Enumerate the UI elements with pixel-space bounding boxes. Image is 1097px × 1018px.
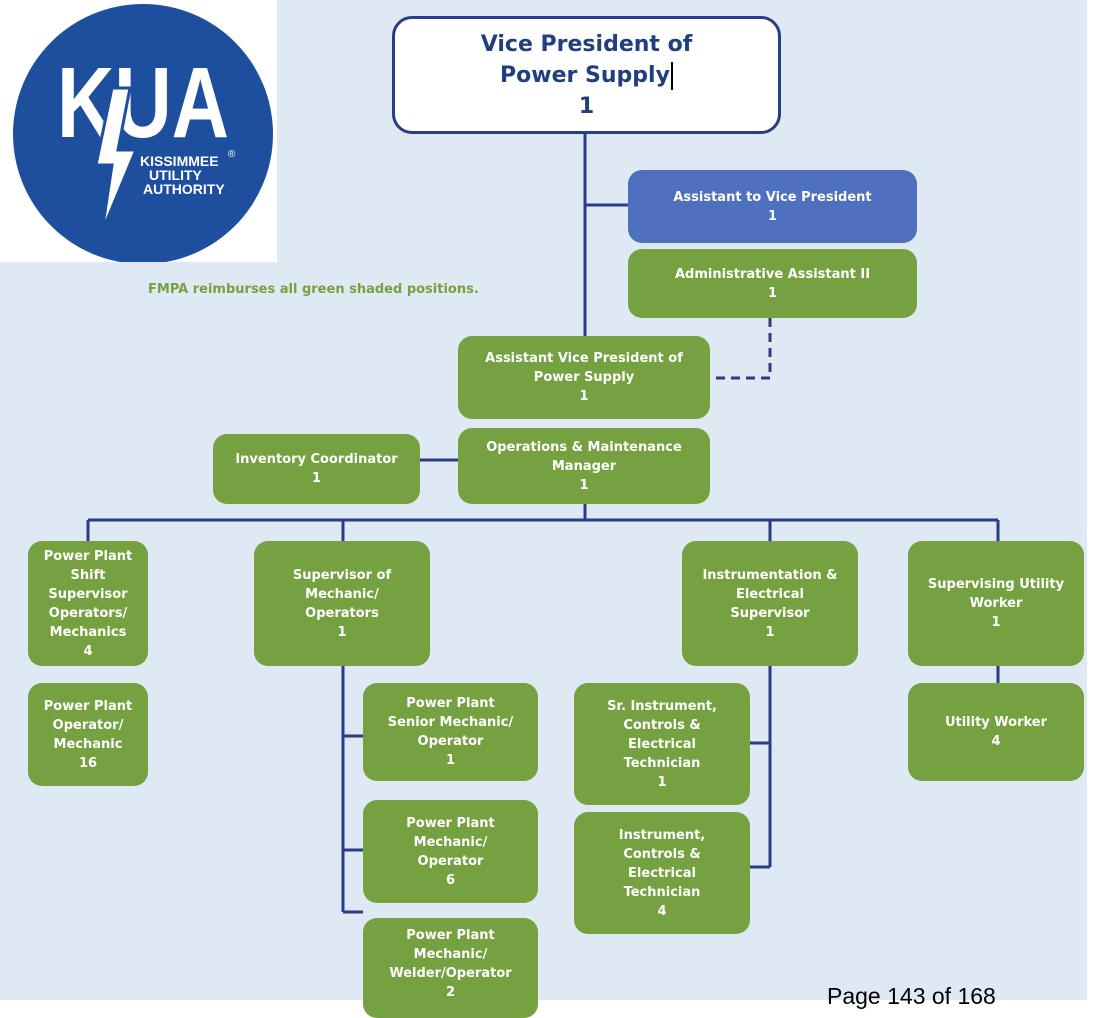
box-utility-worker: Utility Worker 4 <box>908 683 1084 781</box>
mechop-count: 6 <box>445 872 456 888</box>
box-plant-operator: Power Plant Operator/ Mechanic 16 <box>28 683 148 786</box>
box-vice-president: Vice President of Power Supply 1 <box>392 16 781 134</box>
mech-sup-line1: Supervisor of <box>292 567 392 583</box>
vp-title-line1: Vice President of <box>480 31 693 57</box>
box-welder-operator: Power Plant Mechanic/ Welder/Operator 2 <box>363 918 538 1018</box>
senior-line1: Power Plant <box>406 696 495 711</box>
tech-line4: Technician <box>623 884 701 900</box>
reimbursement-note: FMPA reimburses all green shaded positio… <box>148 282 479 297</box>
logo-line1: KISSIMMEE <box>140 153 219 169</box>
utilsup-line2: Worker <box>969 596 1023 611</box>
srtech-line3: Electrical <box>628 736 696 752</box>
mechop-line2: Mechanic/ <box>413 834 488 850</box>
ie-line2: Electrical <box>736 586 804 602</box>
text-cursor <box>670 61 673 90</box>
utilsup-line1: Supervising Utility <box>927 577 1065 592</box>
box-assistant-to-vp: Assistant to Vice President 1 <box>628 170 917 243</box>
welder-line3: Welder/Operator <box>389 966 512 981</box>
srtech-line4: Technician <box>623 755 701 771</box>
senior-line2: Senior Mechanic/ <box>387 715 514 730</box>
admin-count: 1 <box>767 285 778 301</box>
kua-logo: KUA KISSIMMEE UTILITY AUTHORITY ® <box>13 4 273 262</box>
box-ie-supervisor: Instrumentation & Electrical Supervisor … <box>682 541 858 666</box>
box-technician: Instrument, Controls & Electrical Techni… <box>574 812 750 934</box>
logo-letters: KUA <box>57 47 229 159</box>
logo-panel: KUA KISSIMMEE UTILITY AUTHORITY ® <box>0 0 277 262</box>
tech-line2: Controls & <box>623 846 701 862</box>
avp-count: 1 <box>579 389 589 404</box>
dashed-line-admin-to-avp <box>710 318 772 380</box>
box-sr-technician: Sr. Instrument, Controls & Electrical Te… <box>574 683 750 805</box>
operator-line3: Mechanic <box>53 736 123 752</box>
box-om-manager: Operations & Maintenance Manager 1 <box>458 428 710 504</box>
mech-sup-line3: Operators <box>305 605 379 621</box>
logo-line3: AUTHORITY <box>143 181 225 197</box>
senior-count: 1 <box>445 753 456 768</box>
box-util-supervisor: Supervising Utility Worker 1 <box>908 541 1084 666</box>
om-line1: Operations & Maintenance <box>486 439 682 455</box>
assistant-title: Assistant to Vice President <box>673 189 872 205</box>
box-inventory-coordinator: Inventory Coordinator 1 <box>213 434 420 504</box>
srtech-line1: Sr. Instrument, <box>607 698 717 714</box>
welder-count: 2 <box>445 985 456 1000</box>
box-senior-mechanic: Power Plant Senior Mechanic/ Operator 1 <box>363 683 538 781</box>
assistant-count: 1 <box>767 208 778 224</box>
srtech-count: 1 <box>657 774 667 790</box>
welder-line2: Mechanic/ <box>413 947 488 962</box>
welder-line1: Power Plant <box>406 928 495 943</box>
mechop-line3: Operator <box>417 853 484 869</box>
mechop-line1: Power Plant <box>406 815 495 831</box>
mech-sup-line2: Mechanic/ <box>305 586 379 602</box>
senior-line3: Operator <box>417 734 484 749</box>
shift-line3: Operators/ <box>48 605 128 621</box>
utility-title: Utility Worker <box>944 715 1048 730</box>
srtech-line2: Controls & <box>623 717 701 733</box>
mech-sup-count: 1 <box>337 624 347 640</box>
logo-line2: UTILITY <box>149 167 203 183</box>
ie-line1: Instrumentation & <box>702 567 838 583</box>
inventory-count: 1 <box>311 471 322 486</box>
om-line2: Manager <box>551 458 617 474</box>
lightning-bolt-icon <box>94 86 139 233</box>
shift-line1: Power Plant Shift <box>43 548 133 583</box>
om-count: 1 <box>579 477 589 493</box>
box-assistant-vp: Assistant Vice President of Power Supply… <box>458 336 710 419</box>
tech-count: 4 <box>657 903 667 919</box>
operator-count: 16 <box>78 755 98 771</box>
avp-line1: Assistant Vice President of <box>485 351 683 366</box>
shift-line4: Mechanics <box>49 624 127 640</box>
avp-line2: Power Supply <box>533 370 635 385</box>
inventory-title: Inventory Coordinator <box>235 452 398 467</box>
admin-title: Administrative Assistant II <box>674 266 871 282</box>
tech-line3: Electrical <box>628 865 696 881</box>
operator-line1: Power Plant <box>43 698 133 714</box>
utility-count: 4 <box>991 734 1001 749</box>
tech-line1: Instrument, <box>618 827 706 843</box>
ie-count: 1 <box>765 624 775 640</box>
shift-count: 4 <box>83 643 93 659</box>
utilsup-count: 1 <box>991 615 1001 630</box>
ie-line3: Supervisor <box>730 605 810 621</box>
box-shift-supervisor: Power Plant Shift Supervisor Operators/ … <box>28 541 148 666</box>
vp-title-line2: Power Supply <box>500 62 670 88</box>
box-mech-supervisor: Supervisor of Mechanic/ Operators 1 <box>254 541 430 666</box>
page-number: Page 143 of 168 <box>827 983 996 1009</box>
box-mechanic-operator: Power Plant Mechanic/ Operator 6 <box>363 800 538 903</box>
operator-line2: Operator/ <box>52 717 124 733</box>
shift-line2: Supervisor <box>48 586 128 602</box>
registered-mark: ® <box>228 149 236 160</box>
box-administrative-assistant: Administrative Assistant II 1 <box>628 249 917 318</box>
vp-count: 1 <box>578 93 595 119</box>
